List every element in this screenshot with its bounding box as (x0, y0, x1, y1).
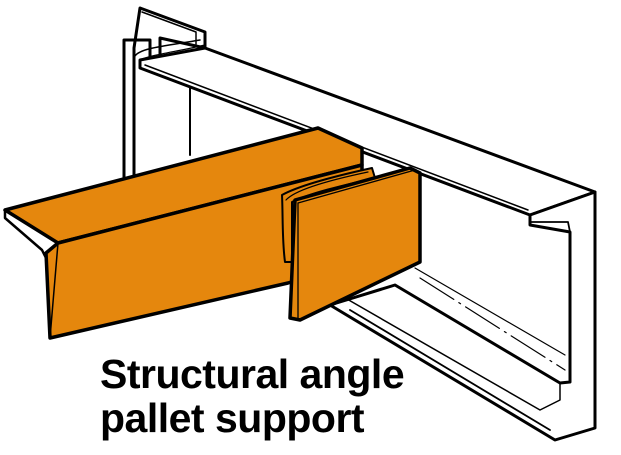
upright-column (122, 6, 207, 182)
c-channel-beam (138, 46, 597, 442)
welded-bracket-plate (281, 166, 422, 322)
caption-line-2: pallet support (100, 395, 365, 441)
caption-line-1: Structural angle (100, 351, 405, 397)
diagram-caption: Structural angle pallet support (100, 351, 405, 441)
